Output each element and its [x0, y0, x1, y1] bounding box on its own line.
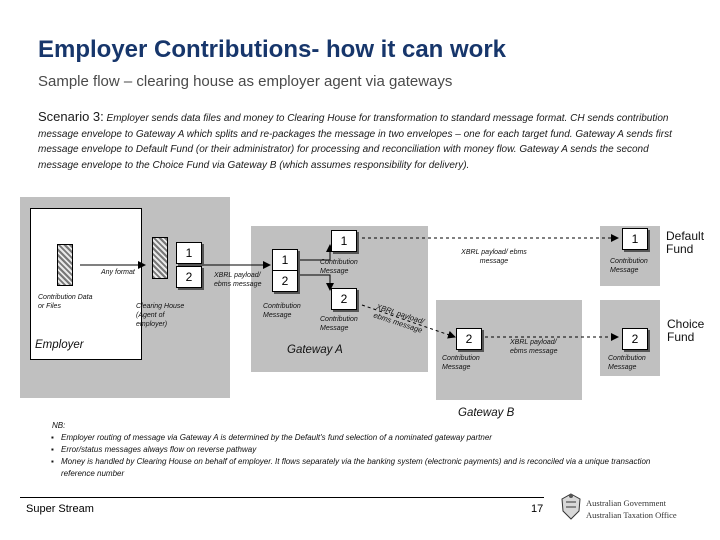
data-file-icon [57, 244, 73, 286]
gateway-a-num-1: 1 [272, 249, 298, 271]
clearing-house-file-icon [152, 237, 168, 279]
gateway-b-payload-label: XBRL payload/ ebms message [510, 339, 558, 355]
notes-list: Employer routing of message via Gateway … [51, 432, 662, 480]
gateway-a-mid-msg: Contribution Message [320, 316, 358, 332]
gateway-b-num: 2 [456, 328, 482, 350]
gateway-b-label: Gateway B [458, 407, 515, 419]
scenario-text: Employer sends data files and money to C… [38, 113, 672, 171]
clearing-house-label: Clearing House (Agent of employer) [136, 303, 185, 328]
any-format-label: Any format [101, 269, 135, 276]
clearing-house-payload-label: XBRL payload/ ebms message [214, 272, 262, 288]
choice-fund-label: Choice Fund [667, 317, 705, 344]
list-item: Error/status messages always flow on rev… [51, 444, 662, 456]
default-fund-label: Default Fund [666, 229, 705, 256]
employer-label: Employer [35, 339, 84, 351]
gateway-a-top-msg: Contribution Message [320, 259, 358, 275]
scenario-description: Scenario 3: Employer sends data files an… [38, 109, 678, 173]
scenario-lead: Scenario 3: [38, 109, 104, 124]
employer-inner-box [30, 208, 142, 360]
choice-fund-msg: Contribution Message [608, 355, 646, 371]
clearing-house-num-2: 2 [176, 266, 202, 288]
gateway-b-panel [436, 300, 582, 400]
default-fund-payload-label: XBRL payload/ ebms message [461, 249, 527, 265]
notes-heading: NB: [52, 421, 66, 430]
gateway-a-top-num: 1 [331, 230, 357, 252]
choice-fund-num: 2 [622, 328, 648, 350]
gateway-a-num-2: 2 [272, 270, 298, 292]
coat-of-arms-icon [561, 493, 581, 520]
logo-line-2: Australian Taxation Office [586, 510, 677, 520]
gateway-b-msg: Contribution Message [442, 355, 480, 371]
default-fund-num: 1 [622, 228, 648, 250]
page-title: Employer Contributions- how it can work [38, 36, 507, 63]
gateway-a-mid-num: 2 [331, 288, 357, 310]
clearing-house-num-1: 1 [176, 242, 202, 264]
contribution-data-label: Contribution Data or Files [38, 294, 93, 310]
footer-divider [20, 497, 544, 498]
notes: NB: Employer routing of message via Gate… [51, 420, 662, 480]
gateway-a-label: Gateway A [287, 344, 343, 356]
list-item: Employer routing of message via Gateway … [51, 432, 662, 444]
footer-brand: Super Stream [26, 503, 94, 515]
government-logo-text: Australian Government Australian Taxatio… [586, 497, 677, 521]
default-fund-msg: Contribution Message [610, 258, 648, 274]
list-item: Money is handled by Clearing House on be… [51, 456, 662, 480]
gateway-a-contribution-label: Contribution Message [263, 303, 301, 319]
page-subtitle: Sample flow – clearing house as employer… [38, 73, 453, 90]
page-number: 17 [531, 503, 544, 515]
logo-line-1: Australian Government [586, 498, 667, 508]
